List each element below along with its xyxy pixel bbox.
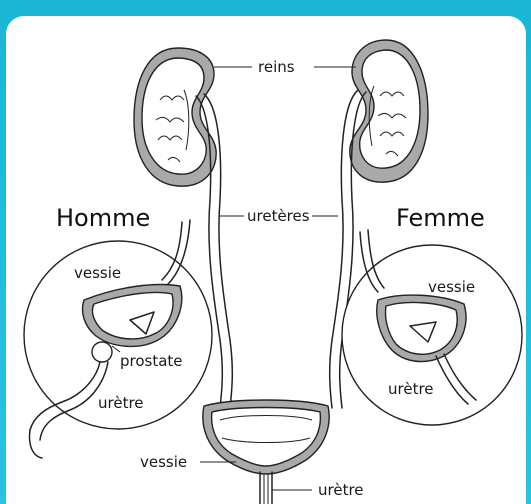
woman-bladder-label: vessie [428,278,475,296]
central-bladder-label: vessie [140,453,187,471]
kidneys-label: reins [258,58,295,76]
man-title: Homme [56,204,150,232]
right-kidney [350,40,428,182]
woman-urethra-label: urètre [388,380,434,398]
ureters-label: uretères [247,207,310,225]
left-kidney [134,48,216,186]
ureters [196,90,366,408]
central-bladder [203,400,329,504]
central-urethra-label: urètre [318,481,364,499]
man-urethra-label: urètre [98,394,144,412]
man-bladder-label: vessie [74,264,121,282]
woman-title: Femme [396,204,485,232]
prostate-label: prostate [120,352,183,370]
man-inset [24,220,212,458]
